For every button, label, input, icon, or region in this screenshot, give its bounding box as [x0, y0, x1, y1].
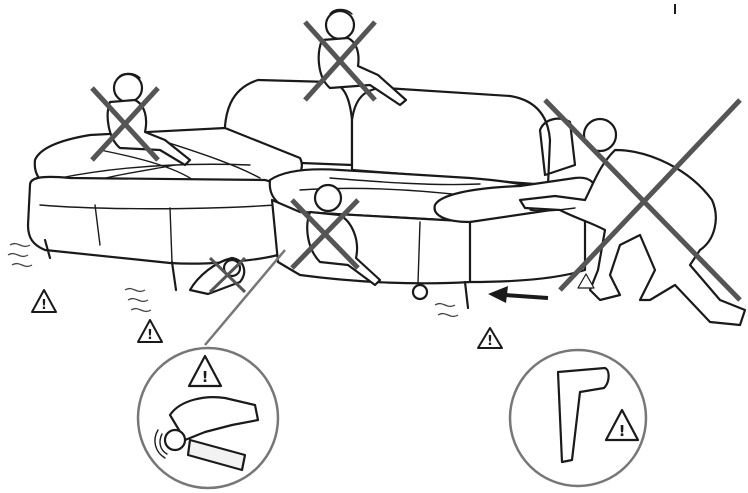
- direction-arrow: [488, 286, 548, 303]
- svg-text:!: !: [41, 298, 47, 313]
- warning-icon: !: [32, 290, 56, 313]
- svg-text:!: !: [487, 334, 493, 349]
- warning-icon: !: [138, 320, 162, 343]
- pinch-hazard-detail: !: [138, 348, 278, 488]
- svg-text:!: !: [619, 422, 626, 440]
- svg-text:!: !: [147, 328, 153, 343]
- svg-text:!: !: [202, 368, 209, 386]
- warning-icon: !: [478, 328, 502, 349]
- warning-icon: [578, 274, 594, 288]
- leg-detail: !: [510, 350, 646, 486]
